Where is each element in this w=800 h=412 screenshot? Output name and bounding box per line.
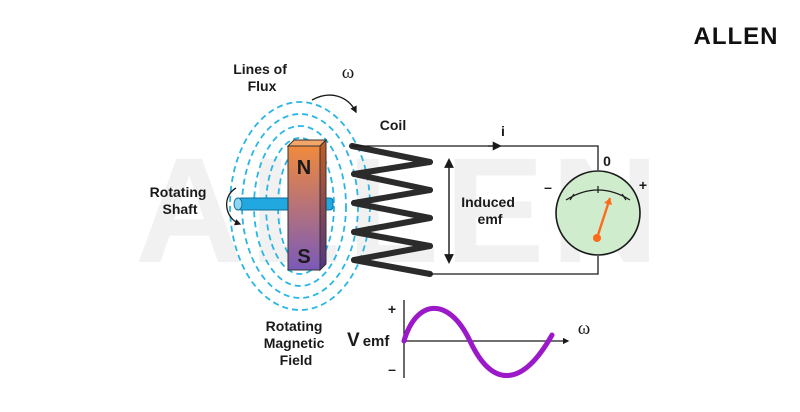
meter-plus-label: + — [639, 177, 647, 193]
north-pole-label: N — [297, 157, 311, 179]
meter-face — [555, 170, 641, 256]
lines-of-flux-label: Lines of Flux — [233, 61, 291, 94]
magnet-body — [287, 145, 321, 271]
shaft-rotation-arrow-icon — [226, 187, 242, 226]
omega-axis-label: ω — [578, 318, 591, 339]
meter-zero-label: 0 — [603, 153, 611, 169]
bar-magnet: N S — [286, 138, 328, 272]
coil-label: Coil — [380, 117, 406, 133]
meter-minus-label: – — [544, 179, 552, 195]
rotating-shaft-label: Rotating Shaft — [150, 184, 211, 217]
needle-pivot — [593, 234, 601, 242]
rotation-arrow-icon — [311, 94, 357, 114]
coil — [349, 143, 433, 277]
current-label: i — [501, 123, 505, 139]
graph-plus-label: + — [388, 301, 396, 317]
galvanometer — [555, 170, 641, 256]
induced-emf-label: Induced emf — [461, 194, 519, 227]
circuit-wires — [352, 145, 599, 275]
graph-minus-label: – — [388, 361, 396, 377]
south-pole-label: S — [297, 246, 310, 268]
allen-logo: ALLEN — [694, 23, 779, 50]
meter-needle — [595, 197, 612, 239]
rotating-magnetic-field-label: Rotating Magnetic Field — [264, 318, 329, 368]
emf-sine-wave — [401, 305, 555, 378]
omega-top-label: ω — [342, 62, 355, 83]
